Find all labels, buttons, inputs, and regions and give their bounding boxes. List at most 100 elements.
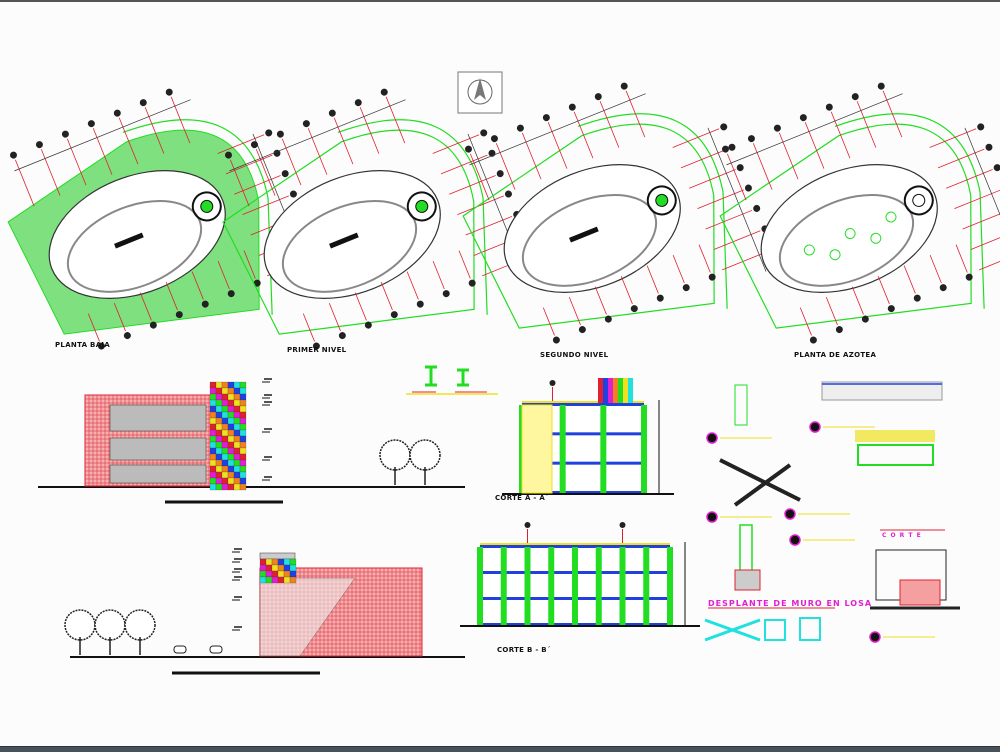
grid-line: [929, 128, 977, 148]
level-text: [234, 558, 242, 560]
section-label-b: CORTE B - B´: [497, 646, 551, 654]
detail-column: [734, 384, 748, 426]
plan-label-planta-azotea: PLANTA DE AZOTEA: [794, 351, 876, 359]
axis-bubble-icon: [9, 151, 17, 159]
spiral-stair: [406, 191, 437, 222]
detail-callout-bubble: [706, 511, 718, 523]
colored-panel: [618, 393, 623, 398]
grid-line: [440, 154, 488, 175]
colored-panel: [239, 399, 247, 407]
colored-panel: [233, 459, 241, 467]
colored-panel: [603, 393, 608, 398]
level-text: [264, 428, 272, 430]
tree-icon: [94, 609, 126, 641]
colored-panel: [239, 417, 247, 425]
axis-bubble-icon: [175, 311, 183, 319]
grid-line: [170, 96, 191, 144]
grid-line: [903, 265, 916, 294]
grid-line: [851, 286, 864, 315]
level-text: [234, 626, 242, 628]
axis-bubble-icon: [682, 284, 690, 292]
grid-line: [620, 275, 633, 305]
axis-bubble-icon: [578, 326, 586, 334]
colored-panel: [233, 471, 241, 479]
column: [477, 547, 483, 625]
axis-bubble-icon: [773, 124, 781, 132]
colored-panel: [215, 483, 223, 491]
beam-connection-3d: [719, 458, 801, 507]
room-label-block: [329, 232, 359, 249]
colored-panel: [613, 388, 618, 393]
courtyard-outline: [66, 199, 203, 293]
axis-bubble-icon: [549, 380, 556, 386]
colored-panel: [215, 453, 223, 461]
colored-panel: [608, 388, 613, 393]
car-icon: [209, 645, 223, 654]
stair-block: [521, 404, 553, 494]
colored-panel: [221, 435, 229, 443]
colored-panel: [215, 417, 223, 425]
site-boundary: [462, 123, 715, 329]
courtyard-outline: [778, 193, 915, 287]
skylight: [870, 232, 882, 244]
grid-line: [328, 302, 341, 332]
colored-panel: [277, 576, 285, 584]
grid-line: [66, 138, 87, 186]
colored-panel: [239, 453, 247, 461]
colored-panel: [608, 383, 613, 388]
grid-line: [672, 128, 720, 148]
axis-bubble-icon: [656, 294, 664, 302]
colored-panel: [608, 378, 613, 383]
colored-panel: [239, 459, 247, 467]
colored-panel: [221, 453, 229, 461]
slab: [480, 545, 670, 548]
column: [595, 547, 602, 625]
section-b-drawing: [460, 522, 700, 627]
colored-panel: [209, 405, 217, 413]
colored-panel: [623, 388, 628, 393]
axis-bubble-icon: [552, 336, 560, 344]
axis-bubble-icon: [887, 305, 895, 313]
colored-panel: [227, 423, 235, 431]
colored-panel: [221, 399, 229, 407]
beam-profile-detail: [764, 619, 786, 641]
axis-bubble-icon: [139, 99, 147, 107]
colored-panel: [239, 477, 247, 485]
grid-line: [234, 175, 281, 195]
colored-panel: [265, 564, 273, 572]
colored-panel: [227, 471, 235, 479]
colored-panel: [259, 564, 267, 572]
axis-bubble-icon: [464, 145, 472, 153]
grid-line: [255, 149, 276, 196]
colored-panel: [221, 441, 229, 449]
grid-line: [139, 292, 152, 321]
spiral-stair: [646, 185, 677, 216]
grid-line: [799, 307, 812, 336]
column: [643, 547, 650, 625]
skylight: [844, 228, 856, 240]
colored-panel: [209, 447, 217, 455]
colored-panel: [209, 411, 217, 419]
grid-line: [302, 313, 315, 342]
colored-panel: [618, 378, 623, 383]
colored-panel: [227, 459, 235, 467]
colored-panel: [233, 393, 241, 401]
colored-panel: [613, 398, 618, 403]
colored-panel: [628, 378, 633, 383]
colored-panel: [598, 398, 603, 403]
grid-line: [432, 134, 480, 154]
grid-line: [217, 261, 230, 290]
tree-icon: [64, 609, 96, 641]
grid-line: [962, 209, 1000, 230]
colored-panel: [239, 447, 247, 455]
axis-bubble-icon: [568, 103, 576, 111]
axis-bubble-icon: [61, 130, 69, 138]
axis-bubble-icon: [993, 164, 1000, 172]
roof-drain-fill: [899, 579, 941, 606]
colored-panel: [271, 558, 279, 566]
level-text: [264, 476, 272, 478]
window-top-edge: [0, 0, 1000, 2]
site-path: [122, 119, 273, 315]
axis-bubble-icon: [149, 321, 157, 329]
